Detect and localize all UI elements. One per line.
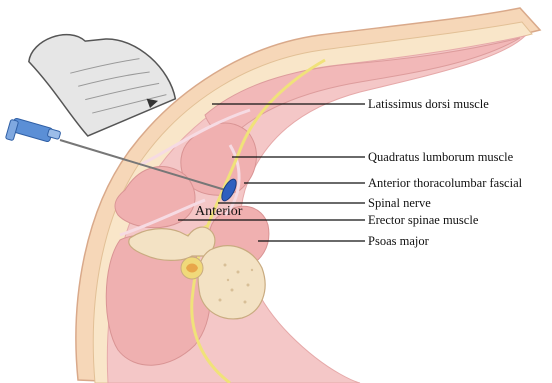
label-latissimus-dorsi: Latissimus dorsi muscle [368,97,489,111]
needle-hub [5,118,60,142]
label-spinal-nerve: Spinal nerve [368,196,431,210]
label-erector-spinae: Erector spinae muscle [368,213,479,227]
label-quadratus-lumborum: Quadratus lumborum muscle [368,150,514,164]
label-anterior: Anterior [195,204,243,219]
label-psoas-major: Psoas major [368,234,430,248]
label-anterior-fascia: Anterior thoracolumbar fascial [368,176,523,190]
